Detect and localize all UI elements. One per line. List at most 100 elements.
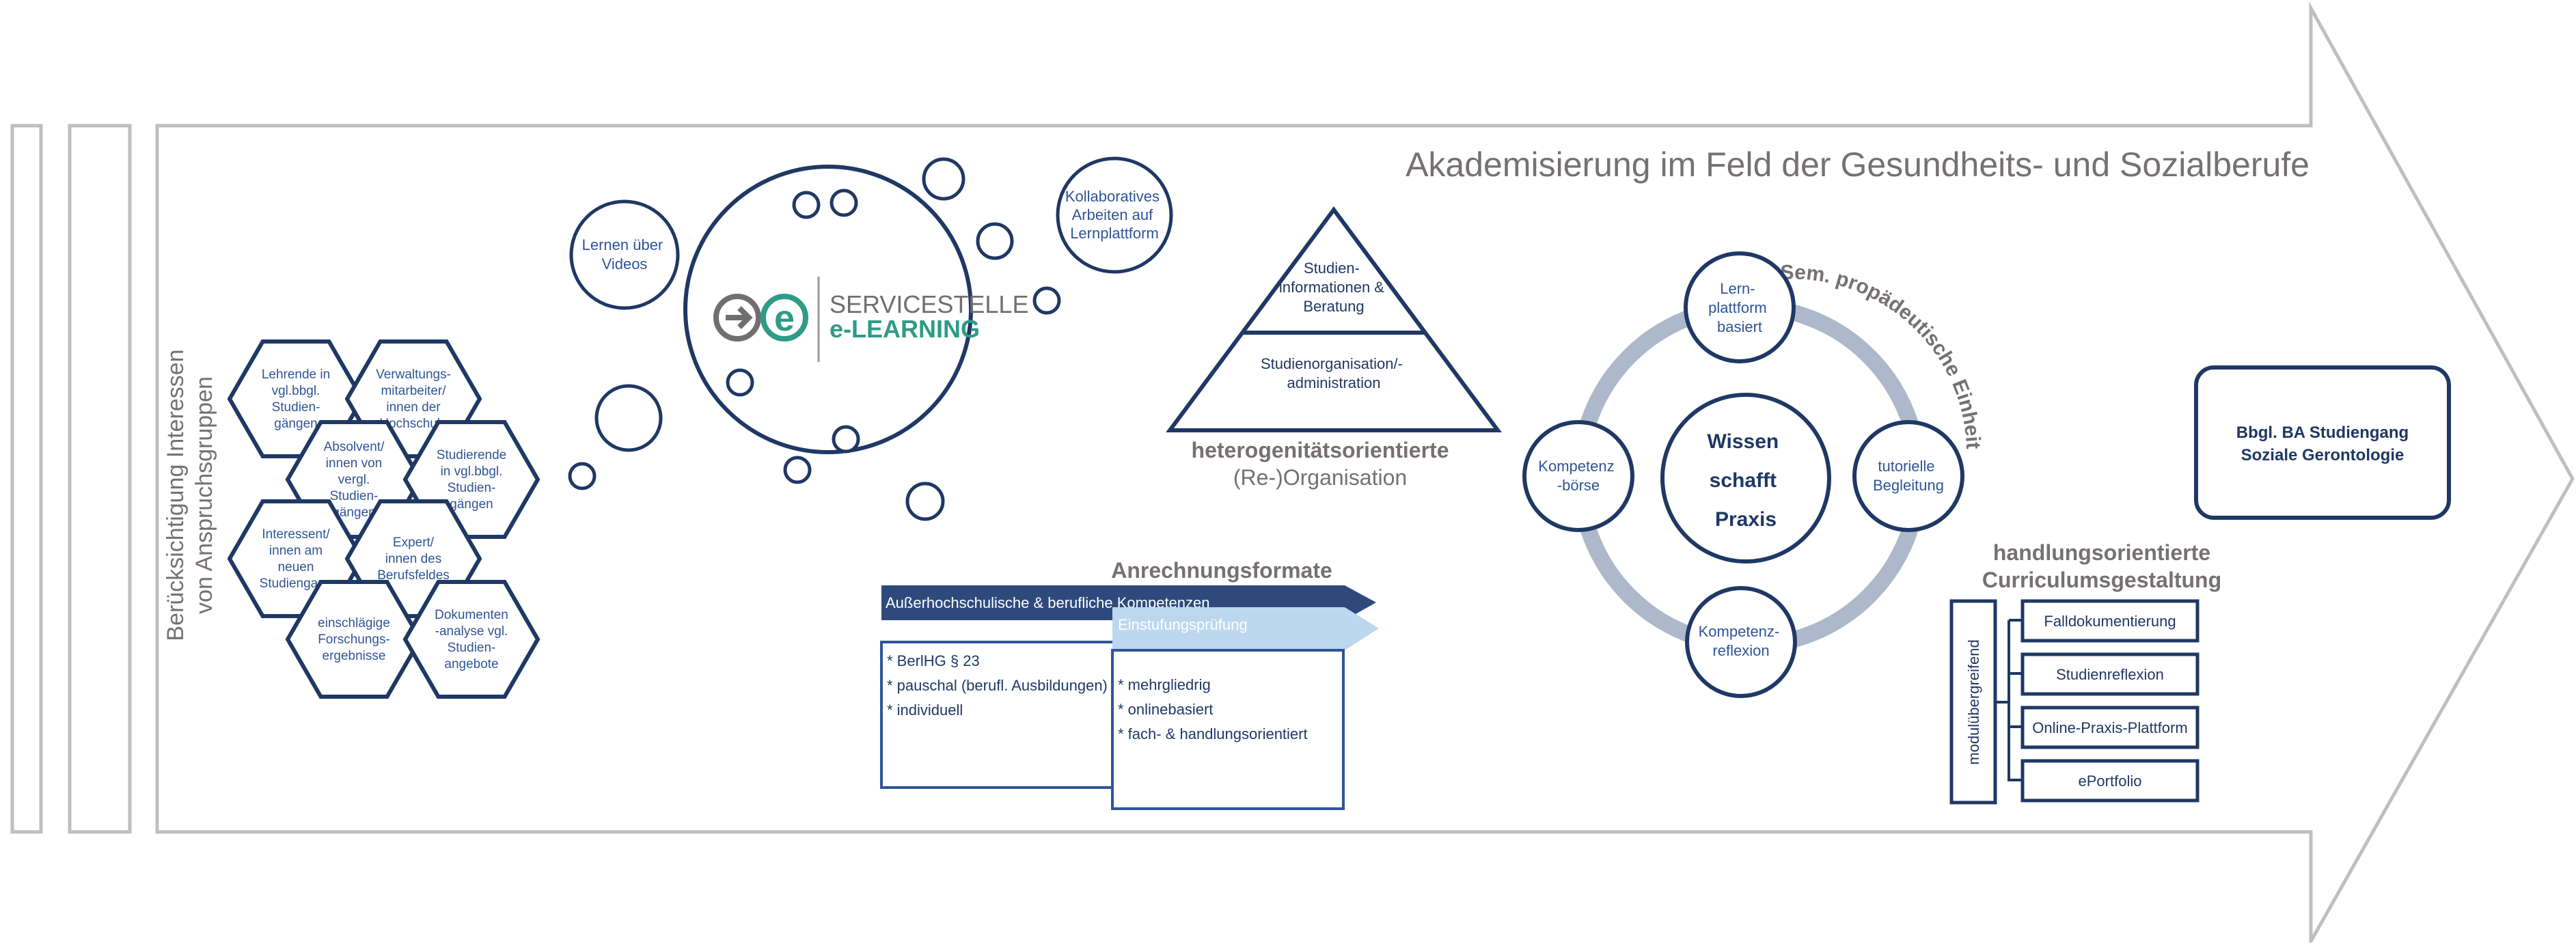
stakeholder-hexagon — [285, 580, 423, 699]
cycle-bottom-circle — [1685, 586, 1797, 698]
hexagon-label-line: Lehrende in — [262, 367, 330, 382]
hexagon-label-line: Dokumenten — [435, 608, 508, 622]
hexagon-label-line: innen von — [326, 456, 382, 471]
videos-bubble — [569, 199, 680, 310]
curriculum-block: handlungsorientierte Curriculumsgestaltu… — [1949, 540, 2221, 805]
center-line2: schafft — [1710, 469, 1777, 492]
cycle-center-text: Wissen schafft Praxis — [1707, 430, 1784, 531]
curriculum-item-box — [2020, 599, 2200, 643]
cycle-right-text: tutorielle Begleitung — [1873, 458, 1944, 494]
list1-item1: * BerlHG § 23 — [887, 652, 980, 669]
curriculum-item-label: ePortfolio — [2079, 773, 2142, 790]
curriculum-item-label: Falldokumentierung — [2044, 613, 2176, 630]
collab-line2: Arbeiten auf — [1072, 206, 1154, 223]
hexagon-label-line: Verwaltungs- — [376, 367, 451, 382]
top-line2: plattform — [1708, 299, 1767, 316]
collab-bubble-text: Kollaboratives Arbeiten auf Lernplattfor… — [1065, 188, 1164, 242]
curriculum-item-box — [2020, 759, 2200, 803]
pyramid-bottom-1: Studienorganisation/- — [1261, 355, 1403, 372]
anrechnung-block: Anrechnungsformate Außerhochschulische &… — [880, 558, 1379, 810]
elearning-cluster: Lernen über Videos Kollaboratives Arbeit… — [568, 156, 1173, 521]
center-line3: Praxis — [1715, 508, 1777, 531]
pyramid-caption-1: heterogenitätsorientierte — [1192, 438, 1449, 462]
hexagon-label-line: Studien- — [330, 489, 379, 503]
anrechnung-title: Anrechnungsformate — [1111, 558, 1332, 583]
e-circle-icon — [761, 294, 808, 342]
cycle-right-circle — [1852, 420, 1964, 532]
bar2-text: Einstufungsprüfung — [1118, 616, 1248, 633]
hexagon-label-line: gängen — [450, 497, 493, 512]
pyramid-top-3: Beratung — [1303, 298, 1364, 315]
pyramid-triangle — [1166, 206, 1502, 432]
hexagon-label-line: -analyse vgl. — [435, 624, 508, 639]
small-bubble — [832, 425, 860, 454]
cycle-left-text: Kompetenz -börse — [1538, 458, 1618, 494]
hexagon-label-line: Studierende — [437, 448, 506, 462]
cycle-top-text: Lern- plattform basiert — [1708, 280, 1771, 335]
hexagon-label-line: innen des — [385, 552, 441, 566]
small-bubble — [792, 191, 821, 219]
cycle-left-circle — [1522, 420, 1634, 532]
logo-line2: e-LEARNING — [830, 315, 980, 343]
cycle-bottom-text: Kompetenz- reflexion — [1699, 623, 1784, 659]
side-label-line1: Berücksichtigung Interessen — [163, 349, 189, 641]
hexagon-label-line: innen der — [386, 400, 441, 415]
list1-item3: * individuell — [887, 701, 963, 719]
left-bar-2 — [68, 124, 132, 834]
videos-bubble-text: Lernen über Videos — [582, 236, 668, 273]
curriculum-item-box — [2020, 652, 2200, 696]
hexagon-label-line: mitarbeiter/ — [381, 384, 446, 398]
hexagon-label-line: neuen — [278, 560, 314, 574]
hexagon-label-line: Forschungs- — [318, 632, 390, 647]
videos-line2: Videos — [602, 255, 648, 273]
result-box: Bbgl. BA Studiengang Soziale Gerontologi… — [2194, 365, 2451, 520]
bottom-line2: reflexion — [1712, 642, 1769, 659]
side-label-line2: von Anspruchsgruppen — [191, 376, 217, 614]
videos-line1: Lernen über — [582, 236, 663, 253]
list2-item2: * onlinebasiert — [1118, 701, 1213, 718]
center-line1: Wissen — [1707, 430, 1779, 453]
collab-bubble — [1056, 156, 1173, 274]
elearning-main-circle — [683, 165, 973, 454]
main-arrow-outline — [155, 1, 2575, 946]
hexagon-label-line: angebote — [444, 657, 498, 671]
main-title: Akademisierung im Feld der Gesundheits- … — [1406, 145, 2310, 184]
arrow-circle-icon — [713, 294, 761, 342]
hexagon-label-line: innen am — [269, 544, 323, 558]
top-line1: Lern- — [1720, 280, 1755, 297]
stakeholder-hexagon — [402, 580, 540, 699]
hexagon-label: Dokumenten -analyse vgl. Studien-angebote — [435, 608, 508, 671]
hexagon-label-line: gängen — [332, 505, 375, 520]
collab-line3: Lernplattform — [1070, 225, 1159, 242]
small-bubble — [568, 462, 597, 490]
hexagon-label-line: einschlägige — [318, 616, 390, 630]
list1-item2: * pauschal (berufl. Ausbildungen) — [887, 677, 1108, 694]
curriculum-title-2: Curriculumsgestaltung — [1982, 568, 2221, 592]
curriculum-item-box — [2020, 706, 2200, 749]
list2-item3: * fach- & handlungsorientiert — [1118, 725, 1308, 742]
cycle-top-circle — [1684, 251, 1796, 363]
small-bubble — [783, 456, 812, 484]
cycle-center-circle — [1660, 393, 1831, 564]
small-bubble — [922, 157, 965, 201]
pyramid-bottom-2: administration — [1287, 374, 1381, 391]
hexagon-label-line: Studien- — [272, 400, 320, 415]
servicestelle-logo: e SERVICESTELLE e-LEARNING — [713, 277, 1028, 362]
hexagon-label-line: in vgl.bbgl. — [441, 464, 503, 479]
hexagon-label-line: Studien- — [448, 641, 496, 655]
top-line3: basiert — [1717, 318, 1762, 335]
hexagon-label-line: Studiengang — [260, 576, 333, 591]
logo-e-letter: e — [774, 298, 795, 339]
small-bubble — [726, 368, 754, 397]
small-bubble — [905, 482, 945, 521]
hexagon-label-line: Interessent/ — [262, 527, 330, 542]
result-rect — [2194, 365, 2451, 520]
